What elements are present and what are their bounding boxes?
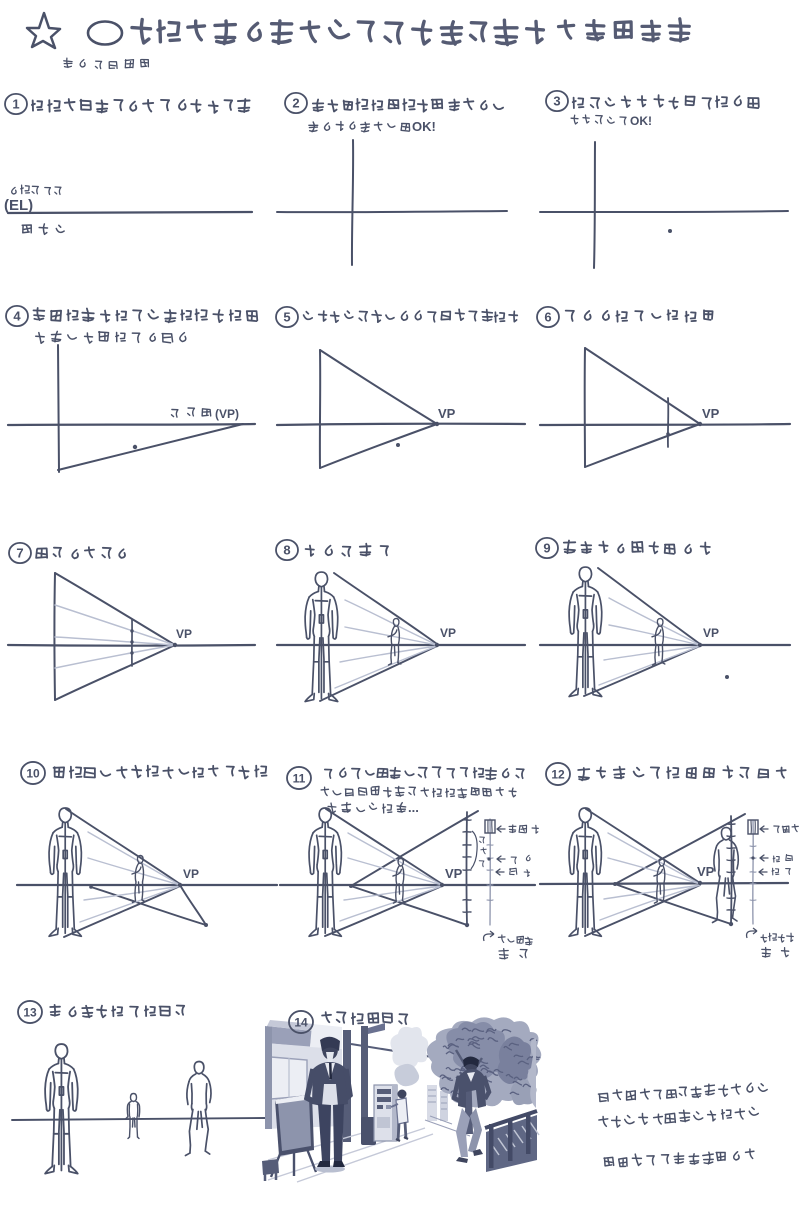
svg-text:13: 13	[23, 1005, 37, 1019]
svg-text:VP: VP	[440, 626, 456, 640]
svg-text:12: 12	[551, 767, 565, 781]
svg-text:4: 4	[13, 309, 21, 324]
svg-text:OK!: OK!	[412, 119, 436, 134]
svg-text:1: 1	[12, 97, 19, 112]
svg-text:6: 6	[544, 310, 551, 325]
svg-text:VP: VP	[183, 867, 199, 881]
svg-text:9: 9	[543, 541, 550, 556]
svg-text:VP: VP	[697, 864, 715, 879]
svg-text:VP: VP	[438, 406, 456, 421]
svg-text:(VP): (VP)	[215, 407, 239, 421]
svg-text:OK!: OK!	[630, 114, 652, 128]
svg-text:...: ...	[408, 800, 419, 815]
svg-text:7: 7	[16, 546, 23, 561]
svg-text:11: 11	[293, 771, 306, 785]
svg-text:VP: VP	[702, 406, 720, 421]
svg-text:VP: VP	[703, 626, 719, 640]
svg-text:3: 3	[553, 94, 560, 109]
svg-text:2: 2	[292, 96, 299, 111]
svg-text:VP: VP	[176, 627, 192, 641]
svg-text:VP: VP	[445, 866, 463, 881]
svg-text:5: 5	[283, 310, 290, 325]
svg-text:10: 10	[26, 766, 40, 780]
svg-text:14: 14	[294, 1015, 308, 1029]
svg-text:(EL): (EL)	[4, 197, 33, 214]
svg-text:8: 8	[283, 543, 290, 558]
